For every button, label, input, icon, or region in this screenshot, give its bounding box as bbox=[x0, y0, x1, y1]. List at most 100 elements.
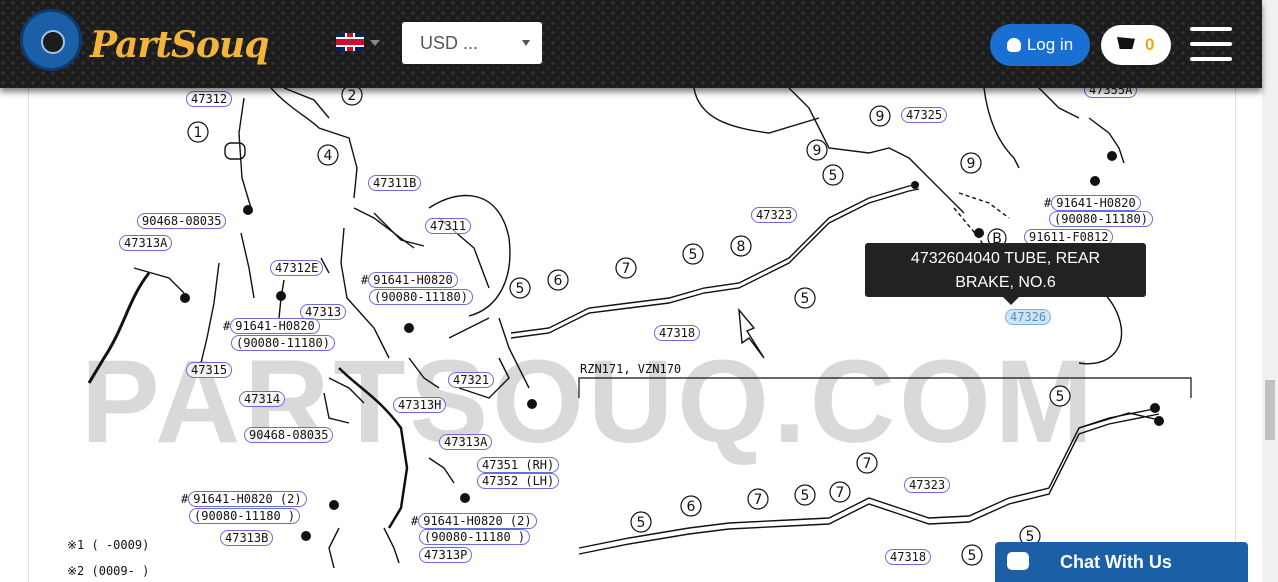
part-label-47314[interactable]: 47314 bbox=[239, 391, 286, 407]
user-plus-icon bbox=[1006, 38, 1021, 52]
part-label-90468-08035-b[interactable]: 90468-08035 bbox=[244, 427, 334, 443]
part-label-47352-lh[interactable]: 47352 (LH) bbox=[477, 473, 560, 489]
chat-widget-button[interactable]: Chat With Us bbox=[995, 542, 1248, 582]
part-label-47325[interactable]: 47325 bbox=[901, 107, 948, 123]
svg-text:5: 5 bbox=[689, 247, 698, 263]
part-label-47315[interactable]: 47315 bbox=[186, 362, 233, 378]
shopping-cart-icon bbox=[1117, 37, 1135, 49]
part-label-47311b[interactable]: 47311B bbox=[368, 175, 422, 191]
menu-hamburger-icon[interactable] bbox=[1190, 27, 1232, 61]
part-label-47351-rh[interactable]: 47351 (RH) bbox=[477, 457, 560, 473]
callout-7: 7 bbox=[747, 488, 769, 510]
callout-8: 8 bbox=[730, 235, 752, 257]
callout-7: 7 bbox=[856, 452, 878, 474]
callout-5: 5 bbox=[509, 277, 531, 299]
svg-text:5: 5 bbox=[1026, 529, 1035, 545]
scrollbar-thumb[interactable] bbox=[1265, 380, 1275, 440]
svg-text:5: 5 bbox=[968, 548, 977, 564]
callout-5: 5 bbox=[630, 511, 652, 533]
svg-text:7: 7 bbox=[863, 456, 872, 472]
footnote-1: ※1 ( -0009) bbox=[67, 538, 150, 552]
callout-1: 1 bbox=[187, 121, 209, 143]
part-label-47323-b[interactable]: 47323 bbox=[904, 477, 951, 493]
part-label-47313b[interactable]: 47313B bbox=[220, 530, 274, 546]
svg-text:5: 5 bbox=[637, 515, 646, 531]
part-label-90080-11180-4[interactable]: (90080-11180) bbox=[1049, 211, 1153, 227]
part-label-91641-h0820-2[interactable]: #91641-H0820 (2) bbox=[181, 491, 307, 507]
tooltip-line-1: 4732604040 TUBE, REAR bbox=[910, 250, 1101, 267]
footnote-2: ※2 (0009- ) bbox=[67, 564, 150, 578]
part-label-91641-h0820-3[interactable]: #91641-H0820 (2) bbox=[411, 513, 537, 529]
svg-text:7: 7 bbox=[836, 485, 845, 501]
callout-7: 7 bbox=[829, 481, 851, 503]
page-scrollbar[interactable] bbox=[1262, 0, 1278, 582]
callout-6: 6 bbox=[680, 495, 702, 517]
chat-bubble-icon bbox=[1007, 552, 1029, 570]
part-label-47311[interactable]: 47311 bbox=[425, 218, 472, 234]
currency-value: USD ... bbox=[420, 33, 479, 53]
chat-label: Chat With Us bbox=[1060, 552, 1172, 572]
part-label-47312e[interactable]: 47312E bbox=[270, 260, 324, 276]
cart-count: 0 bbox=[1145, 35, 1155, 54]
part-label-91641-h0820[interactable]: #91641-H0820 bbox=[361, 272, 458, 288]
part-label-90080-11180[interactable]: (90080-11180) bbox=[369, 289, 473, 305]
part-label-47313h[interactable]: 47313H bbox=[393, 397, 447, 413]
svg-text:1: 1 bbox=[194, 125, 203, 141]
part-label-90080-11180-b[interactable]: (90080-11180) bbox=[231, 335, 335, 351]
callout-5: 5 bbox=[822, 164, 844, 186]
svg-text:5: 5 bbox=[801, 488, 810, 504]
site-header: PartSouq USD ... Log in 0 bbox=[0, 0, 1262, 88]
chevron-down-icon bbox=[522, 40, 530, 46]
callout-2: 2 bbox=[341, 88, 363, 106]
svg-text:8: 8 bbox=[737, 239, 746, 255]
svg-text:6: 6 bbox=[687, 499, 696, 515]
svg-text:9: 9 bbox=[876, 109, 885, 125]
part-label-91611-f0812[interactable]: 91611-F0812 bbox=[1024, 229, 1114, 245]
callout-5: 5 bbox=[682, 243, 704, 265]
svg-text:5: 5 bbox=[829, 168, 838, 184]
login-button[interactable]: Log in bbox=[990, 24, 1090, 66]
part-label-90080-11180-2[interactable]: (90080-11180 ) bbox=[189, 508, 301, 524]
part-label-91641-h0820-4[interactable]: #91641-H0820 bbox=[1044, 195, 1141, 211]
callout-9: 9 bbox=[960, 152, 982, 174]
tooltip-line-2: BRAKE, NO.6 bbox=[955, 274, 1056, 291]
svg-text:4: 4 bbox=[324, 148, 333, 164]
language-chevron-down-icon[interactable] bbox=[370, 40, 380, 46]
part-label-47323[interactable]: 47323 bbox=[751, 207, 798, 223]
part-label-47313a-b[interactable]: 47313A bbox=[439, 434, 493, 450]
part-label-47318-b[interactable]: 47318 bbox=[885, 549, 932, 565]
callout-6: 6 bbox=[547, 269, 569, 291]
cart-button[interactable]: 0 bbox=[1101, 25, 1171, 65]
part-label-90080-11180-3[interactable]: (90080-11180 ) bbox=[419, 529, 531, 545]
callout-5: 5 bbox=[794, 484, 816, 506]
svg-text:2: 2 bbox=[348, 88, 357, 104]
site-logo-text[interactable]: PartSouq bbox=[90, 24, 269, 66]
callout-5: 5 bbox=[1049, 385, 1071, 407]
parts-diagram: PARTSOUQ.COM bbox=[28, 82, 1236, 582]
uk-flag-icon[interactable] bbox=[336, 33, 364, 51]
callout-9: 9 bbox=[806, 139, 828, 161]
part-tooltip: 4732604040 TUBE, REAR BRAKE, NO.6 bbox=[865, 243, 1146, 305]
part-label-47313a[interactable]: 47313A bbox=[119, 235, 173, 251]
part-label-47326[interactable]: 47326 bbox=[1005, 309, 1052, 325]
part-label-91641-h0820-b[interactable]: #91641-H0820 bbox=[223, 318, 320, 334]
svg-text:B: B bbox=[992, 231, 1002, 247]
partsouq-logo-icon[interactable] bbox=[20, 9, 82, 71]
part-label-47313p[interactable]: 47313P bbox=[419, 547, 473, 563]
callout-5: 5 bbox=[961, 544, 983, 566]
callout-7: 7 bbox=[615, 257, 637, 279]
part-label-47318[interactable]: 47318 bbox=[654, 325, 701, 341]
part-label-47312[interactable]: 47312 bbox=[186, 91, 233, 107]
callout-5: 5 bbox=[1019, 525, 1041, 547]
svg-text:7: 7 bbox=[622, 261, 631, 277]
part-label-47321[interactable]: 47321 bbox=[448, 372, 495, 388]
svg-text:5: 5 bbox=[1056, 389, 1065, 405]
currency-select[interactable]: USD ... bbox=[402, 22, 542, 64]
callout-B: B bbox=[987, 228, 1007, 248]
part-label-47313[interactable]: 47313 bbox=[300, 304, 347, 320]
part-label-90468-08035[interactable]: 90468-08035 bbox=[137, 213, 227, 229]
callout-5: 5 bbox=[794, 287, 816, 309]
svg-text:6: 6 bbox=[554, 273, 563, 289]
svg-text:7: 7 bbox=[754, 492, 763, 508]
svg-text:9: 9 bbox=[813, 143, 822, 159]
